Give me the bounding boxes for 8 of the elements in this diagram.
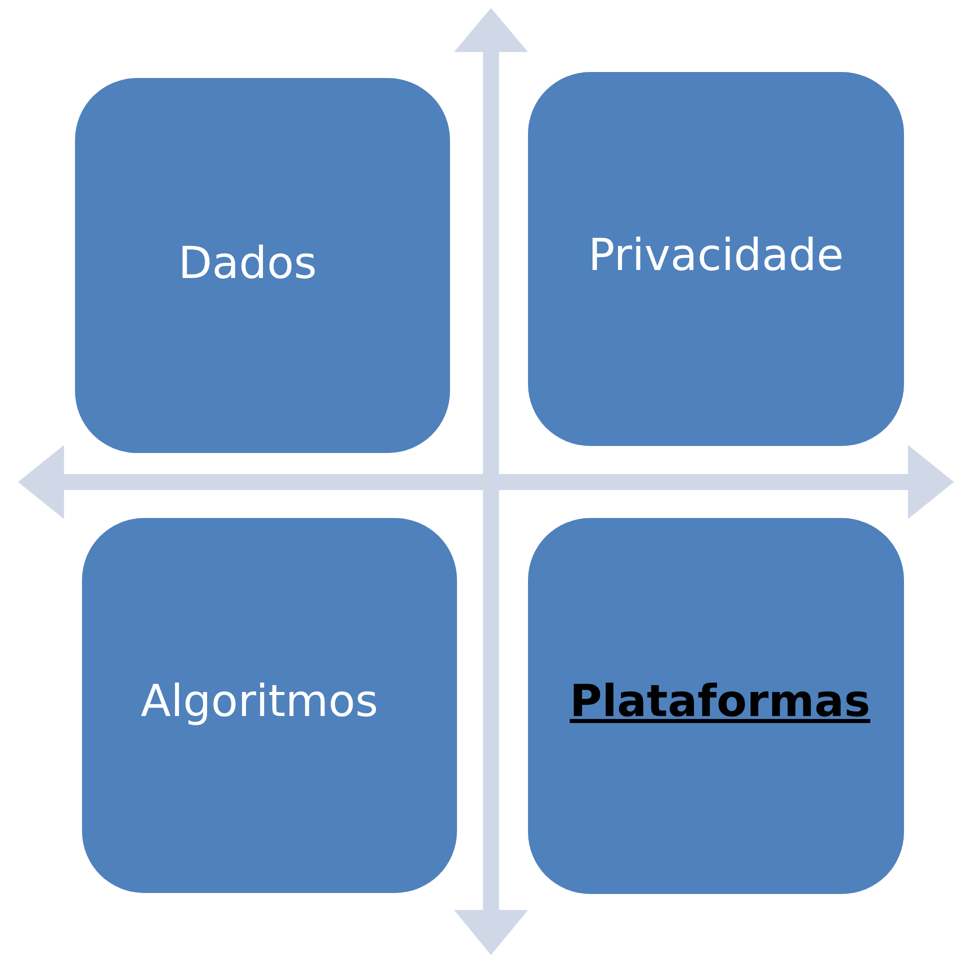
rounded-box (82, 518, 457, 893)
box-label: Algoritmos (140, 676, 378, 727)
box-label: Dados (178, 238, 317, 289)
rounded-box (528, 72, 904, 446)
rounded-box (528, 518, 904, 894)
box-label: Privacidade (588, 230, 844, 281)
box-label: Plataformas (570, 676, 870, 727)
rounded-box (75, 78, 450, 453)
